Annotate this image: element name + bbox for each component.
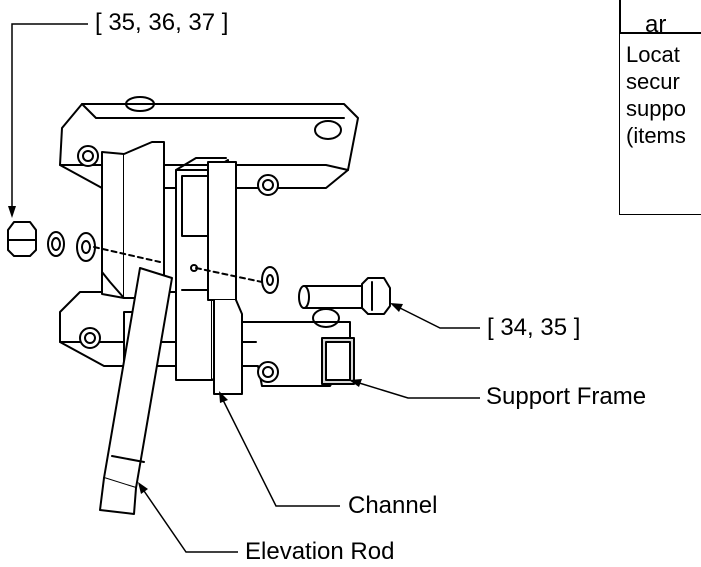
note-box-top-border [619, 0, 621, 32]
leader-elevation-rod [141, 487, 238, 553]
assembly-centerline-left [93, 246, 161, 263]
arrowhead-elevation-rod [138, 482, 148, 494]
leader-support-frame [355, 381, 480, 399]
callout-items-35-36-37: [ 35, 36, 37 ] [95, 9, 229, 36]
nut-washer-stack [7, 221, 96, 262]
note-line: secur [626, 69, 680, 94]
note-line: Locat [626, 42, 680, 67]
arrowhead-bolt-items [390, 303, 403, 312]
channel-bolt-hole [190, 264, 198, 272]
callout-items-34-35: [ 34, 35 ] [487, 314, 581, 341]
leader-bolt-items [395, 305, 480, 329]
note-line: (items [626, 123, 686, 148]
assembly-centerline-right [195, 267, 263, 283]
arrowhead-top-items [8, 206, 16, 218]
elevation-rod [99, 267, 173, 515]
leader-top-items [11, 23, 88, 210]
right-channel-bracket [207, 161, 243, 395]
callout-support-frame: Support Frame [486, 383, 647, 410]
note-header-fragment: ar [645, 11, 667, 38]
bolt-and-washer [261, 266, 391, 315]
note-divider [619, 32, 701, 34]
leader-channel [221, 397, 340, 507]
callout-channel: Channel [348, 492, 438, 519]
arrowhead-channel [219, 391, 228, 403]
arrowhead-support-frame [349, 379, 362, 387]
frame-bolt-heads [77, 145, 279, 383]
note-line: suppo [626, 96, 686, 121]
callout-elevation-rod: Elevation Rod [245, 538, 395, 565]
